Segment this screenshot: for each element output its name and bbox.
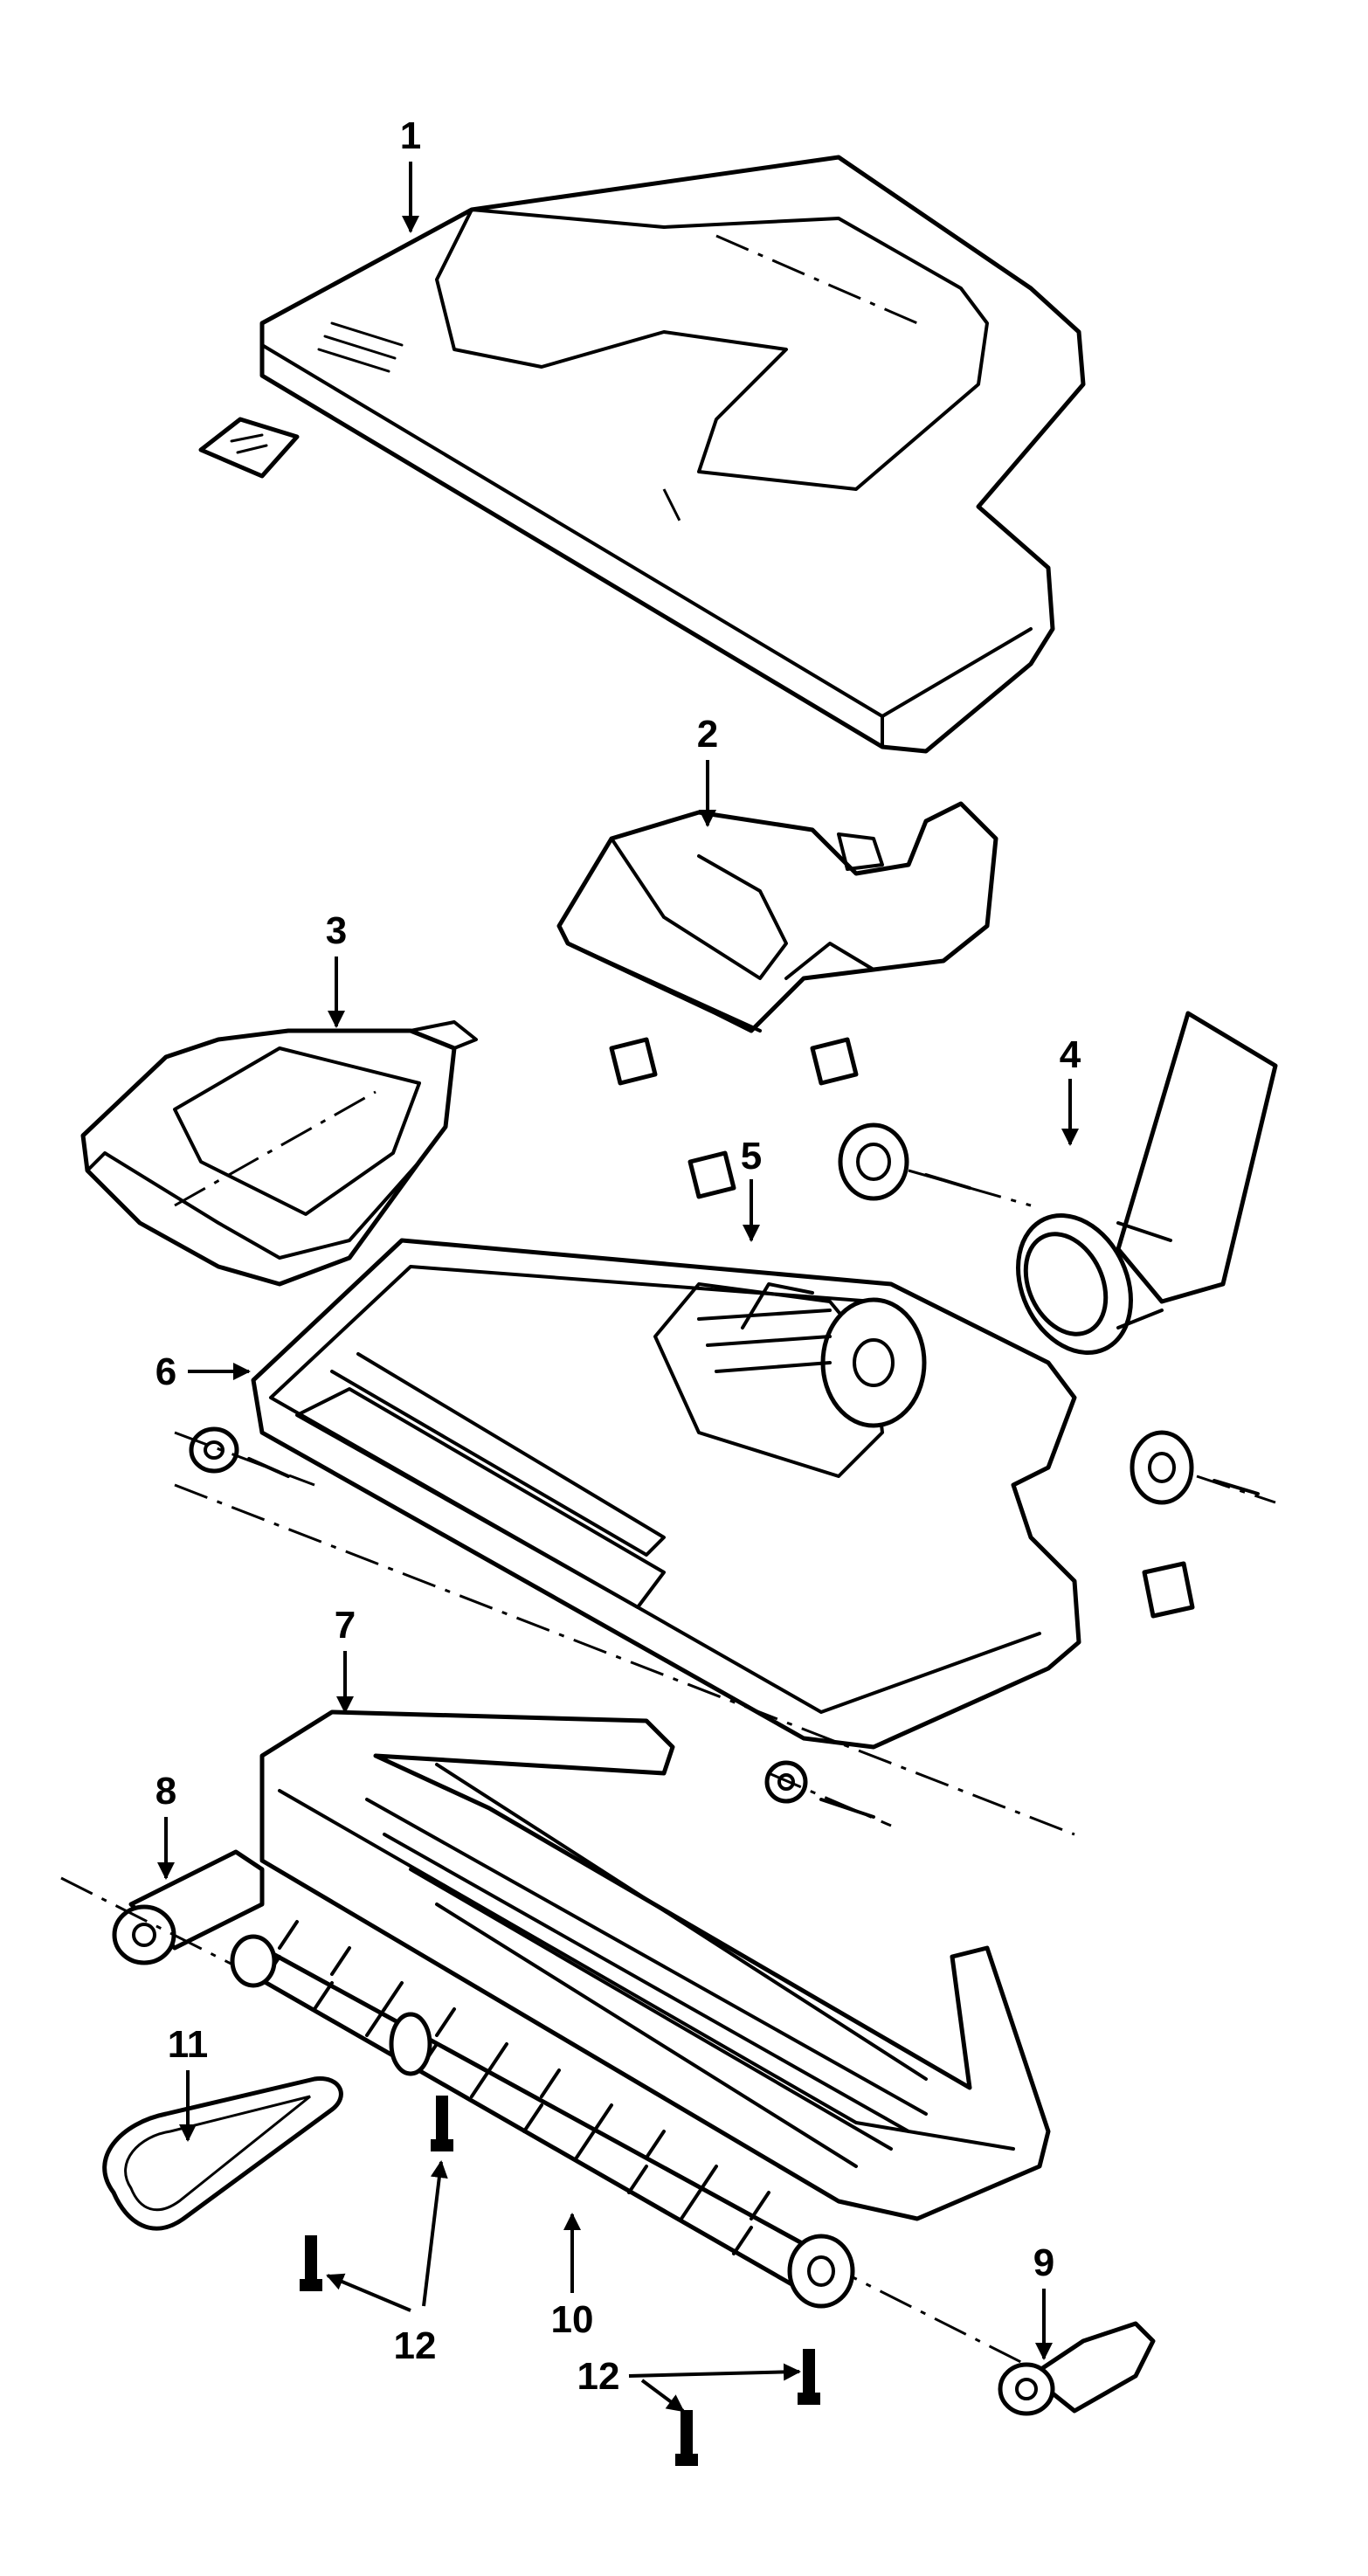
callout-8: 8 (155, 1770, 176, 1880)
callout-7: 7 (335, 1604, 356, 1714)
callout-5: 5 (741, 1135, 762, 1242)
callout-label: 7 (335, 1604, 356, 1647)
clip-part (687, 1150, 1195, 1619)
callout-label: 12 (394, 2324, 437, 2367)
bottom-plate-part (259, 1709, 1051, 2221)
callout-label: 2 (697, 713, 718, 756)
brushroll-part (60, 1876, 1084, 2395)
callout-1: 1 (400, 114, 421, 233)
callout-10: 10 (551, 2213, 594, 2341)
callout-4: 4 (1060, 1033, 1081, 1146)
wheel-right-part (1130, 1430, 1276, 1505)
wheel-left-part (174, 1426, 315, 1487)
callout-label: 6 (155, 1350, 176, 1393)
base-housing-part (174, 1238, 1081, 1836)
motor-cover-part (556, 801, 998, 1086)
belt-part (102, 2076, 343, 2231)
callout-3: 3 (326, 909, 347, 1028)
hood-cover-part (198, 155, 1086, 754)
callout-11: 11 (168, 2023, 209, 2142)
hose-swivel-part (838, 1011, 1278, 1356)
callout-label: 4 (1060, 1033, 1081, 1076)
callout-12-right: 12 (577, 2355, 620, 2398)
fan-impeller-part (820, 1297, 927, 1428)
callout-2: 2 (697, 713, 718, 827)
callout-9: 9 (1033, 2241, 1054, 2360)
callout-label: 9 (1033, 2241, 1054, 2284)
callout-label: 10 (551, 2298, 594, 2341)
callout-6: 6 (155, 1350, 251, 1393)
callout-label: 12 (577, 2355, 620, 2398)
screws-right-part (628, 2349, 820, 2466)
callout-label: 5 (741, 1135, 762, 1178)
callout-label: 1 (400, 114, 421, 157)
end-cap-right-part (998, 2321, 1156, 2416)
screws-left-part (300, 2096, 453, 2312)
callout-12-left: 12 (394, 2324, 437, 2367)
callout-label: 11 (168, 2023, 209, 2066)
rug-plate-tray-part (80, 1020, 478, 1287)
callout-label: 3 (326, 909, 347, 952)
end-cap-left-part (112, 1849, 265, 1965)
callout-label: 8 (155, 1770, 176, 1813)
